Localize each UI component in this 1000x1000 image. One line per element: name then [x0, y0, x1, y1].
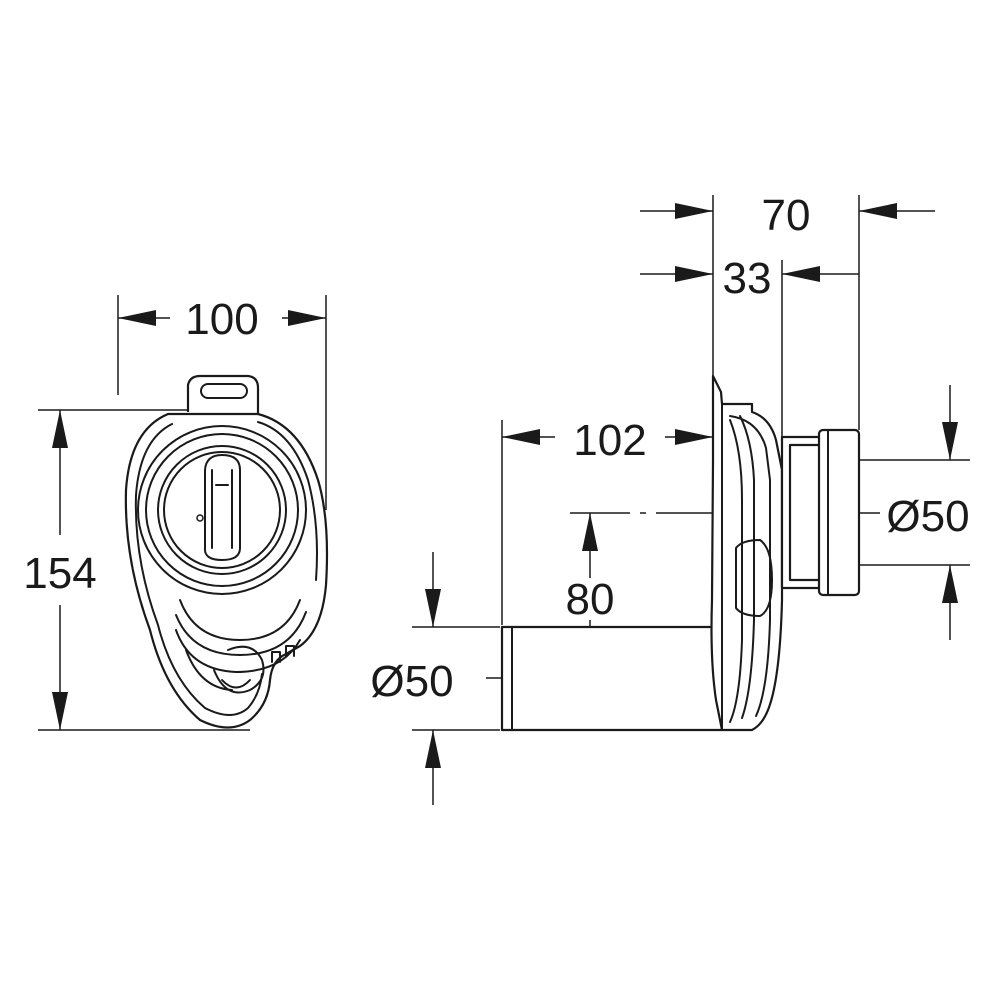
outlet-length-label: 102 [573, 416, 646, 465]
inlet-diameter-label: Ø50 [886, 492, 969, 541]
outlet-diameter-label: Ø50 [370, 657, 453, 706]
dimension-height: 154 [23, 410, 97, 730]
height-label: 154 [23, 549, 96, 598]
dimension-outlet-length: 102 [502, 416, 713, 465]
depth-total-label: 70 [762, 191, 811, 240]
side-view: 70 33 102 80 [370, 191, 970, 805]
dimension-width: 100 [118, 295, 326, 344]
offset-label: 80 [566, 575, 615, 624]
trap-side-body [500, 374, 861, 732]
dimension-inlet-diameter: Ø50 [886, 385, 970, 640]
dimension-collar: 33 [640, 254, 859, 303]
dimension-outlet-diameter: Ø50 [370, 552, 454, 805]
trap-front-body [124, 374, 329, 729]
dimension-depth-total: 70 [640, 191, 935, 240]
front-view: 100 154 [23, 295, 329, 731]
collar-label: 33 [723, 254, 772, 303]
width-label: 100 [185, 295, 258, 344]
